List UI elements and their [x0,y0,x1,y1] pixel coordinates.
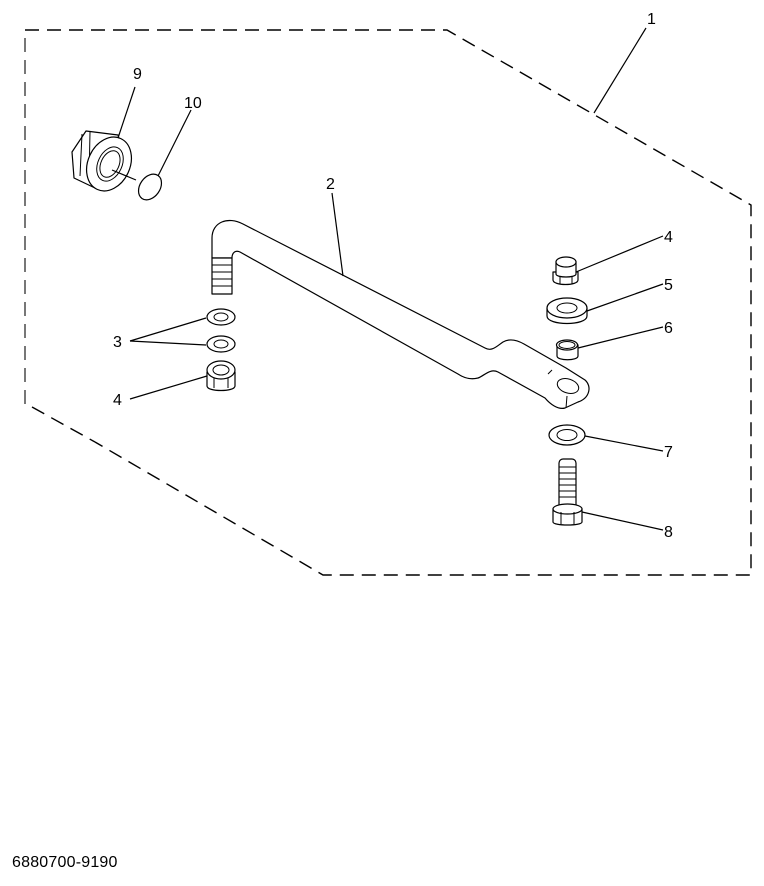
callout-9: 9 [133,66,142,83]
callout-4-left: 4 [113,392,122,409]
callout-6: 6 [664,320,673,337]
callout-10: 10 [184,95,202,112]
callout-3: 3 [113,334,122,351]
washer-pair-part [206,308,236,353]
link-rod-part [211,219,590,409]
flange-nut-part [71,130,137,192]
flat-washer-part [548,424,586,446]
callout-labels: 1 2 3 4 4 5 6 7 8 9 10 [113,11,673,541]
thick-washer-part [546,297,588,325]
callout-1: 1 [647,11,656,28]
nut-left-part [206,360,236,392]
bolt-part [552,458,583,526]
document-code: 6880700-9190 [12,854,118,871]
callout-8: 8 [664,524,673,541]
callout-4-right: 4 [664,229,673,246]
collar-part [555,339,579,361]
nut-right-part [552,256,579,286]
o-ring-part [137,173,163,201]
callout-7: 7 [664,444,673,461]
leader-lines [117,27,664,531]
callout-5: 5 [664,277,673,294]
kit-boundary [24,29,752,576]
callout-2: 2 [326,176,335,193]
